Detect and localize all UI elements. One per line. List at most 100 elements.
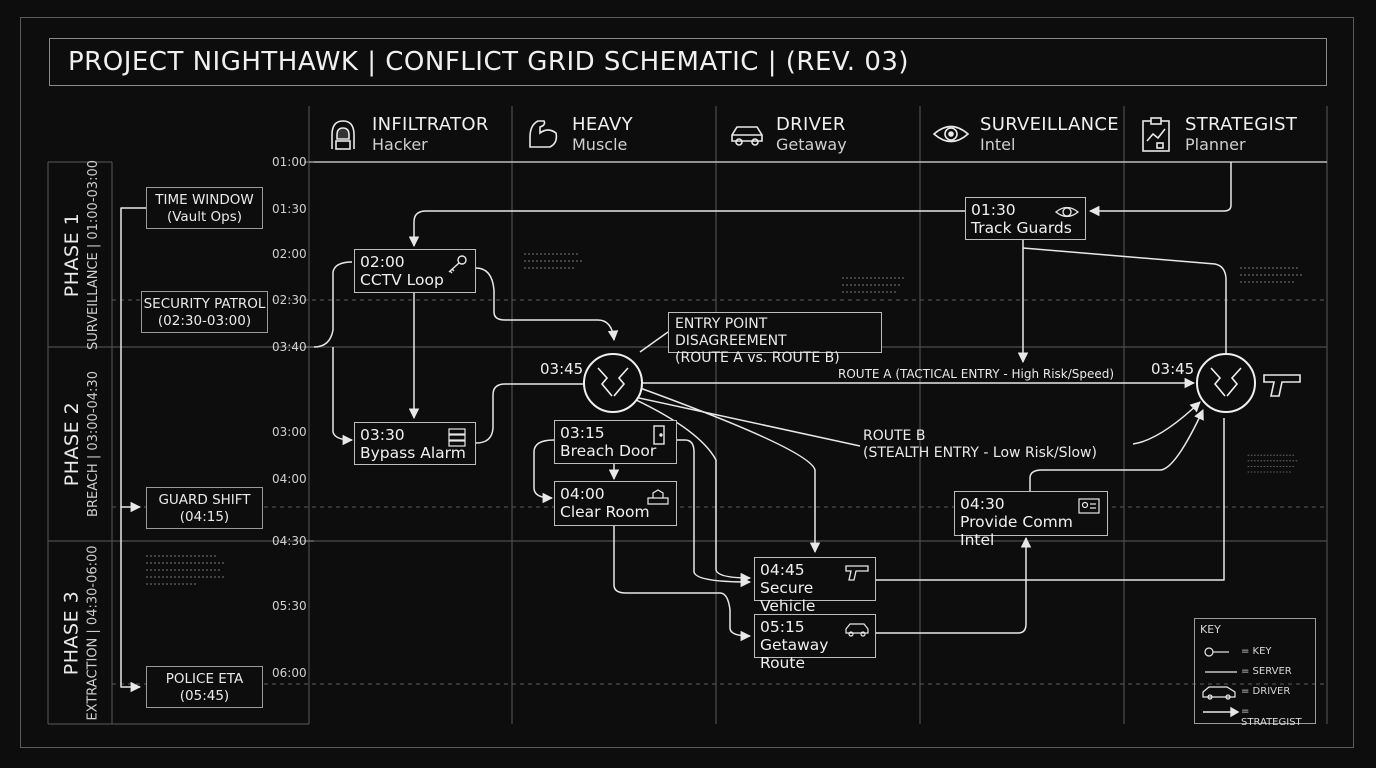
- task-name: Track Guards: [971, 219, 1072, 237]
- flexed-arm-icon: [529, 120, 558, 148]
- time-window-box: TIME WINDOW (Vault Ops): [146, 187, 263, 229]
- column-sub: Intel: [980, 134, 1016, 154]
- key-title: KEY: [1200, 623, 1221, 636]
- timeline-label: 04:30: [272, 534, 307, 548]
- task-time: 04:45: [760, 561, 805, 579]
- task-time: 04:30: [960, 495, 1005, 513]
- key-label: = STRATEGIST: [1241, 706, 1302, 728]
- column-role: INFILTRATOR: [372, 113, 489, 135]
- column-role: DRIVER: [776, 113, 846, 135]
- key-row-driver: = DRIVER: [1201, 683, 1311, 701]
- pistol-icon: [845, 565, 869, 581]
- timeline-label: 01:30: [272, 202, 307, 216]
- annotation-scribble: [524, 253, 584, 269]
- column-header-heavy: HEAVY Muscle: [524, 112, 633, 156]
- column-header-infiltrator: INFILTRATOR Hacker: [324, 112, 489, 156]
- task-track-guards: 01:30 Track Guards: [965, 197, 1086, 240]
- route-a-label: ROUTE A (TACTICAL ENTRY - High Risk/Spee…: [838, 367, 1115, 381]
- box-line1: SECURITY PATROL: [143, 296, 266, 312]
- page-title: PROJECT NIGHTHAWK | CONFLICT GRID SCHEMA…: [68, 47, 910, 77]
- callout-line2: (ROUTE A vs. ROUTE B): [675, 350, 840, 366]
- conflict-time-2: 03:45: [1151, 360, 1195, 378]
- column-header-strategist: STRATEGIST Planner: [1137, 112, 1297, 156]
- box-line2: (02:30-03:00): [157, 313, 252, 329]
- entry-point-callout: ENTRY POINT DISAGREEMENT (ROUTE A vs. RO…: [668, 312, 882, 366]
- annotation-scribble: [1247, 454, 1299, 473]
- task-time: 03:30: [360, 426, 405, 444]
- annotation-scribble: [842, 277, 906, 293]
- task-name: Bypass Alarm: [360, 444, 466, 462]
- pistol-icon: [1263, 374, 1301, 397]
- phase-sub: SURVEILLANCE | 01:00-03:00: [86, 159, 101, 350]
- box-line1: POLICE ETA: [165, 671, 244, 687]
- door-icon: [653, 425, 665, 445]
- box-line1: GUARD SHIFT: [158, 492, 251, 508]
- security-patrol-box: SECURITY PATROL (02:30-03:00): [141, 291, 268, 333]
- task-name: Secure Vehicle: [760, 579, 816, 615]
- dashed-time-markers: [112, 299, 1327, 685]
- route-b-label: ROUTE B (STEALTH ENTRY - Low Risk/Slow): [863, 428, 1097, 462]
- box-line2: (Vault Ops): [166, 209, 243, 225]
- eye-icon: [932, 125, 970, 143]
- key-label: = DRIVER: [1241, 686, 1291, 697]
- column-sub: Getaway: [776, 134, 847, 154]
- key-label: = KEY: [1241, 646, 1272, 657]
- task-time: 03:15: [560, 424, 605, 442]
- task-time: 04:00: [560, 485, 605, 503]
- flow-lines: [120, 162, 1232, 693]
- box-line1: TIME WINDOW: [155, 192, 254, 208]
- hooded-hacker-icon: [331, 120, 355, 150]
- task-name: Breach Door: [560, 442, 657, 460]
- timeline-label: 06:00: [272, 666, 307, 680]
- phase-2-label: PHASE 2 BREACH | 03:00-04:30: [50, 347, 112, 541]
- timeline-label: 05:30: [272, 599, 307, 613]
- task-time: 02:00: [360, 253, 405, 271]
- hazard-icon: [647, 489, 669, 505]
- guard-shift-box: GUARD SHIFT (04:15): [146, 487, 263, 529]
- key-label: = SERVER: [1241, 666, 1292, 677]
- arrow-icon: [1203, 706, 1240, 718]
- task-breach-door: 03:15 Breach Door: [554, 420, 677, 464]
- task-name: Clear Room: [560, 503, 650, 521]
- phase-sub: BREACH | 03:00-04:30: [86, 371, 102, 517]
- key-legend: KEY = KEY = SERVER = DRIVER = STRATEGIST: [1194, 618, 1316, 728]
- conflict-lightning-icons: [597, 367, 1242, 397]
- timeline-label: 02:30: [272, 293, 307, 307]
- task-secure-vehicle: 04:45 Secure Vehicle: [754, 557, 876, 615]
- column-sub: Muscle: [572, 134, 628, 154]
- car-icon: [845, 623, 869, 637]
- task-name: Getaway Route: [760, 636, 829, 672]
- timeline-label: 03:40: [272, 340, 307, 354]
- eye-icon: [1054, 206, 1080, 218]
- key-row-server: = SERVER: [1201, 663, 1311, 681]
- column-role: SURVEILLANCE: [980, 113, 1119, 135]
- task-cctv-loop: 02:00 CCTV Loop: [354, 249, 476, 293]
- clipboard-chart-icon: [1142, 117, 1170, 152]
- phase-1-label: PHASE 1 SURVEILLANCE | 01:00-03:00: [50, 159, 112, 350]
- column-sub: Hacker: [372, 134, 428, 154]
- id-card-icon: [1078, 498, 1100, 514]
- key-icon: [1204, 647, 1229, 657]
- task-bypass-alarm: 03:30 Bypass Alarm: [354, 422, 476, 465]
- conflict-time-1: 03:45: [540, 360, 584, 378]
- phase-name: PHASE 1: [61, 212, 83, 297]
- timeline-label: 04:00: [272, 472, 307, 486]
- key-icon: [448, 255, 467, 274]
- task-time: 01:30: [971, 201, 1016, 219]
- car-icon: [1202, 686, 1236, 700]
- column-header-driver: DRIVER Getaway: [728, 112, 847, 156]
- box-line2: (04:15): [179, 509, 230, 525]
- timeline-label: 02:00: [272, 247, 307, 261]
- callout-line1: ENTRY POINT DISAGREEMENT: [675, 316, 787, 349]
- key-row-key: = KEY: [1201, 643, 1311, 661]
- phase-3-label: PHASE 3 EXTRACTION | 04:30-06:00: [50, 541, 112, 724]
- phase-name: PHASE 3: [61, 590, 84, 675]
- timeline-label: 03:00: [272, 425, 307, 439]
- task-name: Provide Comm Intel: [960, 513, 1073, 549]
- route-b-line2: (STEALTH ENTRY - Low Risk/Slow): [863, 445, 1097, 461]
- column-header-surveillance: SURVEILLANCE Intel: [932, 112, 1119, 156]
- police-eta-box: POLICE ETA (05:45): [146, 666, 263, 708]
- outer-frame: [20, 17, 1354, 748]
- timeline-ticks: [304, 161, 314, 542]
